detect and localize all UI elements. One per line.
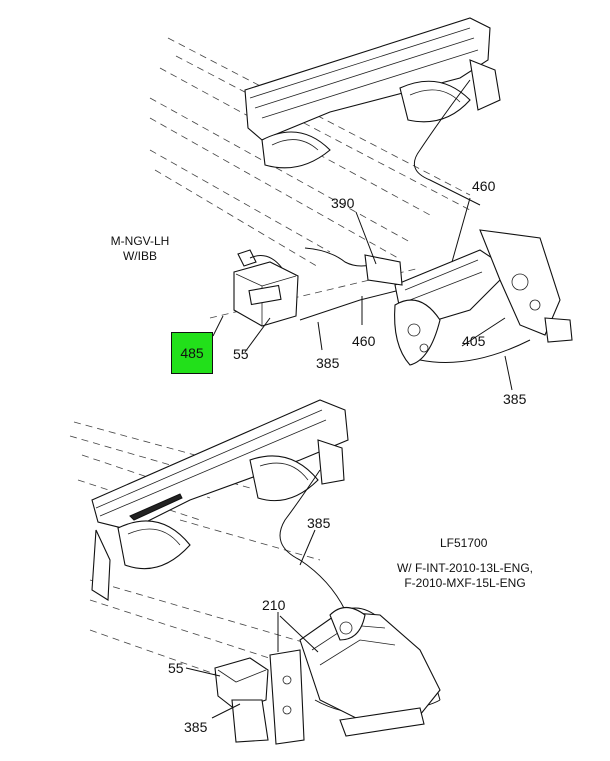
option-note-bottom-line-2: F-2010-MXF-15L-ENG <box>404 576 526 590</box>
leader-lines-top <box>212 197 513 391</box>
callout-485: 485 <box>180 345 204 361</box>
option-note-top: M-NGV-LH W/IBB <box>100 234 180 264</box>
callout-55-top: 55 <box>233 346 249 362</box>
bracket-assembly-bottom <box>214 606 441 745</box>
callout-385-top-right: 385 <box>503 391 527 407</box>
option-note-bottom-line-1: W/ F-INT-2010-13L-ENG, <box>396 561 534 575</box>
callout-460-upper: 460 <box>472 178 496 194</box>
callout-390: 390 <box>331 195 355 211</box>
callout-385-top-left: 385 <box>316 355 340 371</box>
highlighted-part-485[interactable]: 485 <box>171 332 213 374</box>
callout-210: 210 <box>262 597 286 613</box>
figure-id: LF51700 <box>440 536 488 550</box>
callout-460-lower: 460 <box>352 333 376 349</box>
callout-55-bottom: 55 <box>168 660 184 676</box>
module-485-part <box>233 249 299 327</box>
option-note-bottom: W/ F-INT-2010-13L-ENG, F-2010-MXF-15L-EN… <box>385 561 545 591</box>
leader-lines-bottom <box>185 529 319 719</box>
cowl-panel-bottom <box>91 399 349 601</box>
callout-405: 405 <box>462 333 486 349</box>
option-note-top-line-1: M-NGV-LH <box>110 234 170 248</box>
callout-385-bottom-upper: 385 <box>307 515 331 531</box>
top-view-drawing <box>149 17 573 391</box>
callout-385-bottom-lower: 385 <box>184 719 208 735</box>
bracket-assembly-top <box>364 229 573 366</box>
option-note-top-line-2: W/IBB <box>122 249 157 263</box>
bottom-view-drawing <box>69 399 441 745</box>
cowl-panel-top <box>244 17 501 169</box>
